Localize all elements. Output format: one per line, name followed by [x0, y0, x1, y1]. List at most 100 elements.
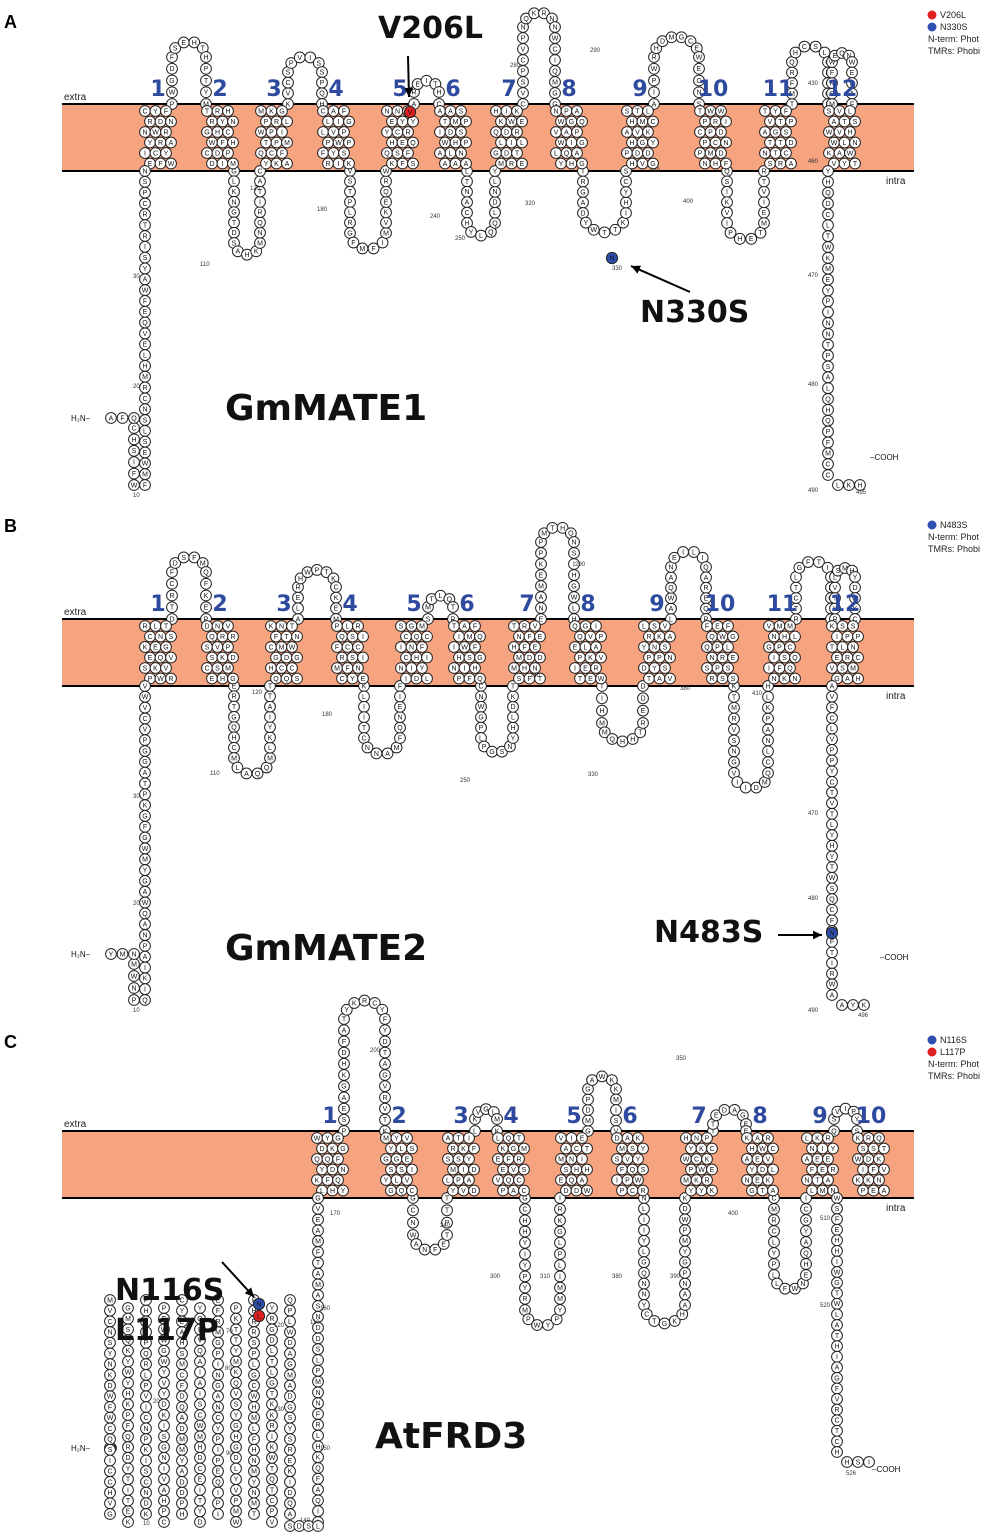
- residue-letter: A: [511, 1188, 516, 1195]
- residue-number: 110: [200, 262, 210, 268]
- residue-letter: C: [771, 1228, 776, 1235]
- residue-letter: P: [143, 943, 148, 950]
- residue-letter: H: [341, 1061, 346, 1068]
- residue-letter: D: [645, 150, 650, 157]
- residue-letter: F: [383, 1016, 387, 1023]
- residue-letter: D: [230, 655, 235, 662]
- residue-letter: T: [778, 140, 783, 147]
- residue-letter: Q: [825, 418, 831, 425]
- residue-letter: T: [512, 623, 517, 630]
- residue-letter: Q: [724, 168, 730, 175]
- residue-letter: T: [835, 1428, 840, 1435]
- residue-letter: C: [829, 907, 834, 914]
- residue-letter: N: [765, 738, 770, 745]
- residue-letter: D: [125, 1455, 130, 1462]
- residue-letter: A: [840, 1002, 845, 1009]
- residue-letter: C: [709, 1146, 714, 1153]
- residue-letter: Y: [384, 1177, 389, 1184]
- residue-letter: S: [782, 655, 787, 662]
- residue-letter: Y: [689, 1188, 694, 1195]
- residue-letter: A: [462, 623, 467, 630]
- residue-letter: E: [826, 277, 831, 284]
- residue-letter: Q: [273, 676, 279, 683]
- residue-letter: E: [580, 1135, 585, 1142]
- residue-letter: T: [270, 1487, 275, 1494]
- residue-letter: E: [755, 1177, 760, 1184]
- residue-letter: E: [415, 81, 420, 88]
- residue-number: 380: [612, 1274, 623, 1280]
- residue-letter: D: [233, 1455, 238, 1462]
- residue-letter: F: [527, 634, 531, 641]
- residue-letter: Q: [577, 634, 583, 641]
- residue-letter: C: [688, 39, 693, 46]
- residue-letter: T: [270, 1466, 275, 1473]
- residue-letter: Q: [564, 150, 570, 157]
- residue-letter: E: [405, 1156, 410, 1163]
- residue-letter: A: [581, 200, 586, 207]
- residue-letter: Y: [636, 1156, 641, 1163]
- residue-letter: V: [405, 1177, 410, 1184]
- residue-letter: G: [583, 623, 588, 630]
- residue-letter: R: [355, 623, 360, 630]
- residue-circle: [227, 157, 239, 170]
- residue-letter: I: [217, 1362, 219, 1369]
- residue-letter: Y: [804, 1228, 809, 1235]
- residue-letter: E: [804, 1272, 809, 1279]
- residue-circle: [222, 105, 234, 117]
- residue-circle: [579, 216, 592, 229]
- residue-letter: P: [558, 1251, 563, 1258]
- residue-letter: W: [233, 1519, 240, 1526]
- residue-letter: P: [289, 60, 294, 67]
- residue-letter: I: [574, 665, 576, 672]
- residue-letter: N: [231, 199, 236, 206]
- residue-letter: D: [161, 1402, 166, 1409]
- residue-letter: H: [203, 54, 208, 61]
- residue-letter: I: [217, 1490, 219, 1497]
- residue-letter: P: [180, 1501, 185, 1508]
- residue-letter: H: [436, 89, 441, 96]
- residue-letter: S: [252, 1340, 257, 1347]
- residue-letter: D: [660, 39, 665, 46]
- residue-letter: L: [642, 1249, 646, 1256]
- residue-letter: R: [158, 140, 163, 147]
- n-terminus-label: H₂N–: [71, 414, 91, 423]
- residue-letter: K: [270, 1445, 275, 1452]
- residue-letter: G: [279, 108, 284, 115]
- residue-letter: D: [197, 1519, 202, 1526]
- residue-letter: F: [473, 644, 477, 651]
- c-terminus-label: –COOH: [870, 453, 899, 462]
- residue-letter: F: [170, 569, 174, 576]
- residue-letter: Q: [257, 220, 263, 227]
- residue-letter: C: [574, 1146, 579, 1153]
- residue-letter: D: [504, 150, 509, 157]
- residue-letter: K: [830, 623, 835, 630]
- residue-letter: Y: [651, 140, 656, 147]
- residue-letter: Q: [233, 1380, 239, 1387]
- residue-letter: R: [830, 1167, 835, 1174]
- residue-letter: K: [330, 1146, 335, 1153]
- residue-letter: H: [803, 1261, 808, 1268]
- residue-circle: [338, 147, 350, 159]
- residue-letter: H: [197, 1445, 202, 1452]
- residue-letter: M: [552, 79, 558, 86]
- residue-letter: F: [170, 54, 174, 61]
- residue-letter: P: [703, 140, 708, 147]
- residue-letter: W: [719, 634, 726, 641]
- residue-letter: H: [620, 739, 625, 746]
- residue-letter: W: [792, 1286, 799, 1293]
- residue-letter: F: [835, 1217, 839, 1224]
- residue-letter: V: [625, 1156, 630, 1163]
- mutation-label: L117P: [115, 1313, 219, 1348]
- residue-letter: R: [142, 385, 147, 392]
- residue-letter: D: [448, 129, 453, 136]
- residue-letter: M: [394, 745, 400, 752]
- residue-letter: Y: [772, 1250, 777, 1257]
- residue-circle: [343, 136, 355, 149]
- residue-letter: E: [361, 676, 366, 683]
- residue-number: 410: [752, 691, 763, 697]
- residue-letter: Q: [315, 1465, 321, 1472]
- residue-letter: T: [433, 81, 438, 88]
- residue-letter: T: [835, 1291, 840, 1298]
- residue-letter: T: [517, 1135, 522, 1142]
- residue-circle: [227, 136, 239, 149]
